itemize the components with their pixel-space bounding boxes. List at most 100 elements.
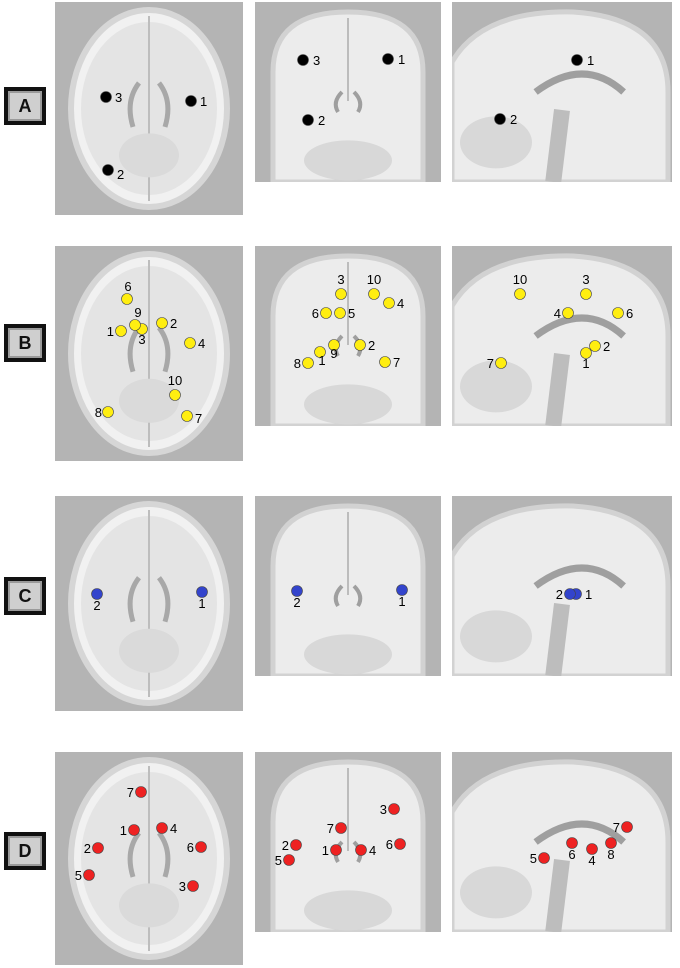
row-label-d: D (4, 832, 46, 870)
electrode-marker (354, 339, 366, 351)
electrode-marker (129, 319, 141, 331)
electrode-label: 5 (275, 853, 282, 868)
electrode-label: 3 (380, 802, 387, 817)
electrode-marker (383, 297, 395, 309)
electrode-marker (128, 824, 140, 836)
electrode-label: 2 (368, 338, 375, 353)
electrode-label: 6 (568, 847, 575, 862)
electrode-marker (586, 843, 598, 855)
electrode-label: 6 (187, 840, 194, 855)
electrode-marker (135, 786, 147, 798)
electrode-marker (566, 837, 578, 849)
electrode-marker (156, 317, 168, 329)
electrode-label: 9 (330, 346, 337, 361)
sagittal-svg-a: 12 (452, 9, 671, 182)
row-label-a: A (4, 87, 46, 125)
electrode-label: 2 (93, 598, 100, 613)
brain-image (452, 9, 671, 182)
electrode-marker (495, 357, 507, 369)
electrode-label: 1 (587, 53, 594, 68)
electrode-marker (612, 307, 624, 319)
electrode-marker (302, 114, 314, 126)
electrode-marker (355, 844, 367, 856)
electrode-label: 2 (603, 339, 610, 354)
electrode-label: 4 (554, 306, 561, 321)
electrode-marker (580, 347, 592, 359)
electrode-marker (368, 288, 380, 300)
electrode-label: 10 (513, 272, 527, 287)
electrode-label: 7 (195, 411, 202, 426)
row-label-b: B (4, 324, 46, 362)
electrode-marker (291, 585, 303, 597)
electrode-label: 2 (556, 587, 563, 602)
electrode-label: 6 (626, 306, 633, 321)
electrode-marker (290, 839, 302, 851)
electrode-marker (91, 588, 103, 600)
brain-image (452, 503, 671, 676)
electrode-label: 3 (337, 272, 344, 287)
electrode-label: 8 (294, 356, 301, 371)
electrode-marker (156, 822, 168, 834)
electrode-label: 4 (198, 336, 205, 351)
electrode-label: 5 (348, 306, 355, 321)
sagittal-svg-c: 12 (452, 503, 671, 676)
electrode-marker (314, 346, 326, 358)
electrode-label: 4 (170, 821, 177, 836)
electrode-label: 2 (170, 316, 177, 331)
electrode-marker (187, 880, 199, 892)
electrode-marker (538, 852, 550, 864)
electrode-label: 10 (168, 373, 182, 388)
electrode-label: 3 (313, 53, 320, 68)
electrode-marker (571, 54, 583, 66)
electrode-label: 1 (398, 594, 405, 609)
electrode-label: 1 (585, 587, 592, 602)
electrode-label: 1 (120, 823, 127, 838)
electrode-label: 1 (198, 596, 205, 611)
electrode-label: 5 (75, 868, 82, 883)
electrode-marker (102, 406, 114, 418)
electrode-marker (328, 339, 340, 351)
electrode-marker (335, 288, 347, 300)
brain-image (68, 251, 230, 456)
brain-image (270, 503, 426, 676)
electrode-label: 10 (367, 272, 381, 287)
electrode-label: 3 (179, 879, 186, 894)
electrode-label: 7 (127, 785, 134, 800)
axial-svg-c: 12 (68, 501, 230, 706)
electrode-label: 1 (398, 52, 405, 67)
electrode-label: 6 (124, 279, 131, 294)
brain-image (270, 9, 426, 182)
electrode-label: 7 (393, 355, 400, 370)
electrode-label: 6 (386, 837, 393, 852)
electrode-label: 2 (282, 838, 289, 853)
electrode-marker (589, 340, 601, 352)
electrode-marker (184, 337, 196, 349)
electrode-label: 8 (607, 847, 614, 862)
electrode-marker (580, 288, 592, 300)
brain-image (270, 253, 426, 426)
electrode-marker (100, 91, 112, 103)
electrode-marker (297, 54, 309, 66)
brain-image (68, 7, 230, 210)
electrode-label: 3 (582, 272, 589, 287)
electrode-label: 3 (138, 332, 145, 347)
electrode-marker (334, 307, 346, 319)
electrode-marker (121, 293, 133, 305)
coronal-svg-c: 12 (270, 503, 426, 676)
electrode-marker (302, 357, 314, 369)
coronal-svg-a: 123 (270, 9, 426, 182)
